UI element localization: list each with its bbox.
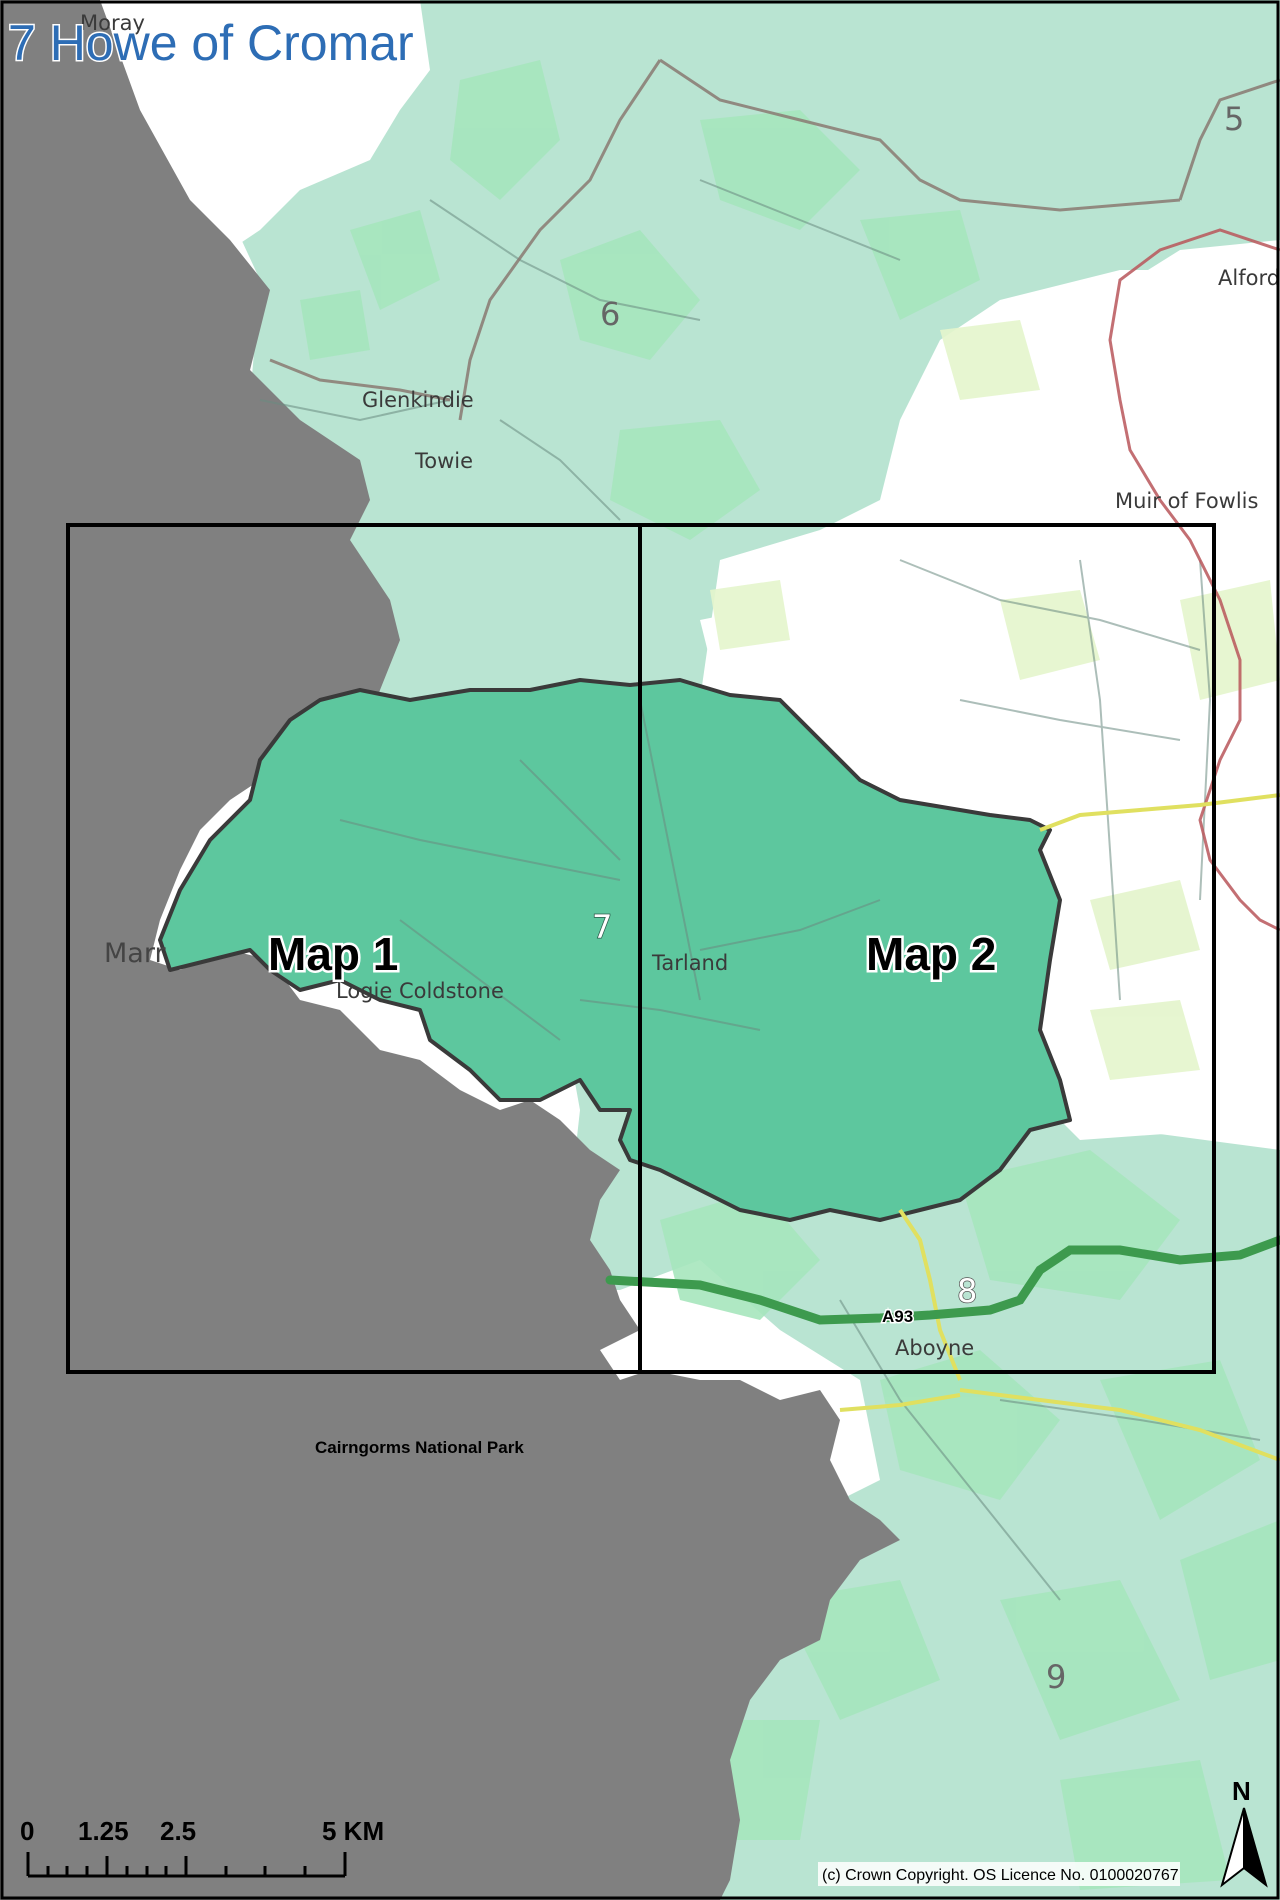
area-number-7: 7 [592,908,612,946]
cairngorms-park-label: Cairngorms National Park [315,1438,524,1457]
map-1-label: Map 1 [268,928,398,980]
scale-bar [26,1852,347,1878]
woodland-patches [300,60,1280,1890]
scale-tick-2-5: 2.5 [160,1816,196,1846]
place-moray: Moray [80,11,145,35]
minor-roads [259,179,1261,1601]
farmland-northwest [110,0,430,250]
place-aboyne: Aboyne [895,1336,974,1360]
scale-tick-0: 0 [20,1816,34,1846]
map-title: 7 Howe of Cromar [8,15,414,71]
area-number-6: 6 [600,295,620,333]
place-alford: Alford [1218,266,1280,290]
map-2-label: Map 2 [866,928,996,980]
a93-road-label: A93 [882,1307,913,1326]
copyright-box [818,1862,1180,1886]
north-label: N [1232,1776,1251,1806]
scale-tick-5-km: 5 KM [322,1816,384,1846]
local-boundaries [269,58,1280,421]
place-glenkindie: Glenkindie [362,388,474,412]
area-number-9: 9 [1046,1658,1066,1696]
b-roads [839,793,1280,1462]
place-tarland: Tarland [651,951,728,975]
howe-of-cromar-area [158,678,1072,1222]
place-logie-coldstone: Logie Coldstone [336,979,504,1003]
north-arrow-icon: N [1220,1776,1268,1888]
copyright-text: (c) Crown Copyright. OS Licence No. 0100… [822,1867,1179,1884]
place-muir-of-fowlis: Muir of Fowlis [1115,489,1258,513]
a93-road [605,1235,1280,1325]
map-2-frame [638,523,1216,1374]
place-marr: Marr [104,938,166,969]
place-towie: Towie [414,449,473,473]
area-number-8: 8 [957,1272,977,1310]
cairngorms-national-park-area [0,0,900,1900]
scale-tick-1-25: 1.25 [78,1816,129,1846]
area-number-5: 5 [1224,100,1244,138]
